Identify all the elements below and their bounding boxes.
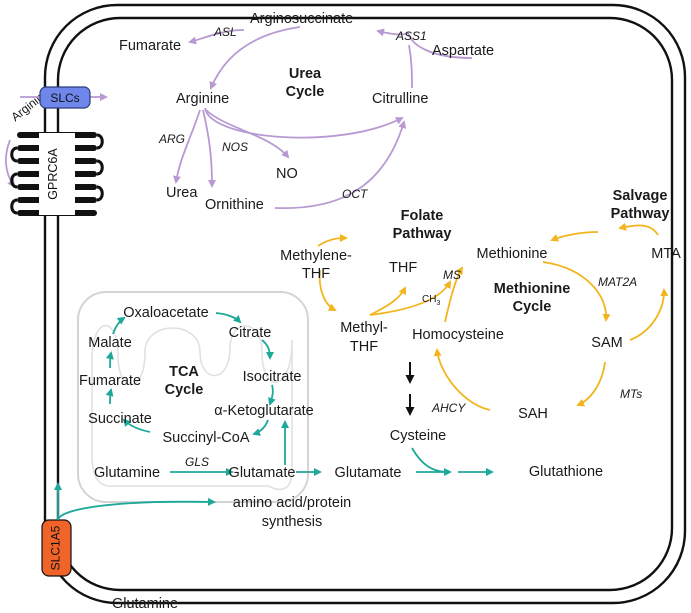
asl-enzyme-label: ASL [213, 25, 237, 39]
cell-membrane-outer [43, 3, 687, 605]
nos-enzyme-label: NOS [222, 140, 248, 154]
urea-fumarate-label: Fumarate [119, 38, 181, 54]
ass1-enzyme-label: ASS1 [395, 29, 427, 43]
amino-acid-synthesis-label: amino acid/protein [233, 495, 352, 511]
glutamine-outside-label: Glutamine [112, 596, 178, 612]
methylene-thf-label-2: THF [302, 266, 330, 282]
methyl-thf-label-2: THF [350, 339, 378, 355]
folate-pathway-title-2: Pathway [393, 226, 452, 242]
salvage-pathway-title-2: Pathway [611, 206, 670, 222]
citrulline-label: Citrulline [372, 91, 428, 107]
mts-enzyme-label: MTs [620, 387, 642, 401]
methionine-cycle-title-2: Cycle [513, 299, 552, 315]
mta-node-label: MTA [651, 246, 681, 262]
aspartate-label: Aspartate [432, 43, 494, 59]
alpha-ketoglutarate-label: α-Ketoglutarate [214, 403, 313, 419]
tca-fumarate-label: Fumarate [79, 373, 141, 389]
cell-membrane-inner [56, 16, 674, 592]
arg-enzyme-label: ARG [158, 132, 185, 146]
urea-cycle [173, 26, 473, 210]
ornithine-label: Ornithine [205, 197, 264, 213]
arginine-label: Arginine [176, 91, 229, 107]
slcs-label: SLCs [50, 91, 79, 105]
salvage-pathway-title: Salvage [613, 188, 668, 204]
urea-cycle-title-2: Cycle [286, 84, 325, 100]
urea-label: Urea [166, 185, 198, 201]
methionine-cycle-title: Methionine [494, 281, 571, 297]
tca-cycle-title-2: Cycle [165, 382, 204, 398]
succinate-label: Succinate [88, 411, 152, 427]
amino-acid-synthesis-label-2: synthesis [262, 514, 322, 530]
malate-label: Malate [88, 335, 132, 351]
glutamate-cyto-label: Glutamate [335, 465, 402, 481]
cysteine-label: Cysteine [390, 428, 446, 444]
ahcy-enzyme-label: AHCY [431, 401, 466, 415]
slc1a5-label: SLC1A5 [49, 525, 63, 570]
thf-label: THF [389, 260, 417, 276]
sah-label: SAH [518, 406, 548, 422]
argininosuccinate-label: Arginosuccinate [250, 11, 353, 27]
succinyl-coa-label: Succinyl-CoA [162, 430, 249, 446]
slc1a5-transporter [41, 519, 72, 577]
ch3-label: CH3 [422, 294, 440, 307]
citrate-label: Citrate [229, 325, 272, 341]
methionine-arrows [317, 222, 669, 411]
sam-label: SAM [591, 335, 622, 351]
slcs-transporter [39, 86, 91, 109]
methylene-thf-label: Methylene- [280, 248, 352, 264]
oct-enzyme-label: OCT [342, 187, 369, 201]
folate-pathway-title: Folate [401, 208, 444, 224]
methionine-label: Methionine [477, 246, 548, 262]
ms-enzyme-label: MS [443, 268, 461, 282]
tca-cycle-title: TCA [169, 364, 199, 380]
mat2a-enzyme-label: MAT2A [598, 275, 637, 289]
urea-cycle-title: Urea [289, 66, 322, 82]
homocysteine-label: Homocysteine [412, 327, 504, 343]
glutamate-mito-label: Glutamate [229, 465, 296, 481]
no-label: NO [276, 166, 298, 182]
glutamine-label: Glutamine [94, 465, 160, 481]
gprc6a-label: GPRC6A [46, 148, 60, 200]
gls-enzyme-label: GLS [185, 455, 209, 469]
gprc6a-receptor [10, 132, 104, 216]
glutathione-label: Glutathione [529, 464, 603, 480]
methyl-thf-label: Methyl- [340, 320, 388, 336]
oxaloacetate-label: Oxaloacetate [123, 305, 208, 321]
tca-arrows [54, 312, 494, 521]
isocitrate-label: Isocitrate [243, 369, 302, 385]
